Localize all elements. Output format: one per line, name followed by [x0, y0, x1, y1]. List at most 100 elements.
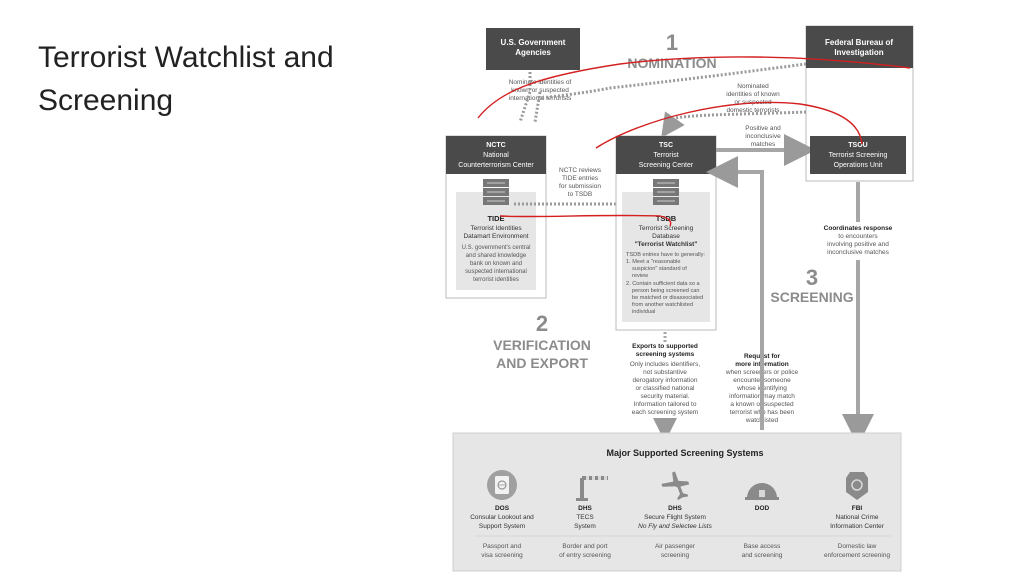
nctc-l2: National — [483, 152, 509, 159]
tsdb-l2: Database — [652, 233, 680, 240]
tsdb-desc-l5: 2. Contain sufficient data so a — [626, 281, 700, 287]
exports-note: Exports to supported screening systems O… — [630, 343, 701, 416]
exports-l3: derogatory information — [632, 377, 697, 384]
fbi-to-tsc-arrow — [661, 110, 807, 138]
exports-l6: Information tailored to — [634, 401, 697, 408]
tide-desc-l3: bank on known and — [470, 261, 522, 267]
nominate-known-l2: known or suspected — [511, 87, 569, 94]
tsdb-l3: "Terrorist Watchlist" — [635, 241, 698, 248]
step2-number: 2 — [536, 311, 548, 336]
red-line-tsc-tsou — [595, 101, 863, 149]
dos-d1: Passport and — [483, 543, 522, 550]
screening-system-fbi-ncic: FBI National Crime Information Center Do… — [824, 472, 891, 559]
exports-l5: security material. — [640, 393, 689, 400]
positive-matches-note: Positive and inconclusive matches — [745, 125, 781, 148]
airplane-icon — [661, 471, 690, 501]
red-line-tide-tsdb — [499, 214, 672, 227]
tecs-l3: System — [574, 523, 596, 530]
nominate-known-l3: international terrorists — [509, 95, 572, 102]
screening-system-dos: DOS Consular Lookout and Support System … — [470, 470, 534, 559]
coordinates-l2: involving positive and — [827, 241, 889, 248]
badge-icon — [846, 472, 868, 500]
tide-desc-l2: and shared knowledge — [466, 253, 527, 259]
request-arrow — [706, 156, 764, 430]
tsdb-desc-l9: individual — [632, 309, 655, 315]
fbi-to-nctc-arrow — [539, 62, 807, 100]
nctc-reviews-l1: NCTC reviews — [559, 167, 602, 174]
secure-flight-l1: DHS — [668, 505, 682, 512]
screening-system-dhs-tecs: DHS TECS System Border and port of entry… — [559, 476, 611, 559]
slide-title-line1: Terrorist Watchlist and — [38, 41, 334, 74]
nctc-l3: Counterterrorism Center — [458, 162, 534, 169]
slide-title: Terrorist Watchlist and Screening — [38, 36, 428, 122]
nctc-l1: NCTC — [486, 142, 505, 149]
tsdb-desc-l6: person being screened can — [632, 288, 699, 294]
dos-l3: Support System — [479, 523, 525, 530]
ncic-d2: enforcement screening — [824, 552, 891, 559]
tsc-panel: TSC Terrorist Screening Center TSDB Terr… — [615, 135, 717, 331]
coordinates-note: Coordinates response to encounters invol… — [824, 225, 893, 256]
fbi-l2: Investigation — [834, 48, 883, 57]
screening-system-dod: DOD Base access and screening — [742, 483, 783, 559]
tsdb-desc-l4: review — [632, 273, 649, 279]
dod-d1: Base access — [744, 543, 782, 550]
exports-l4: or classified national — [636, 385, 695, 392]
tsdb-desc-l1: TSDB entries have to generally: — [626, 252, 705, 258]
positive-matches-l1: Positive and — [745, 125, 781, 132]
nctc-reviews-note: NCTC reviews TIDE entries for submission… — [559, 167, 602, 198]
tide-database-icon — [483, 179, 509, 205]
tsou-l1: TSOU — [848, 142, 867, 149]
tecs-d1: Border and port — [562, 543, 607, 550]
ncic-d1: Domestic law — [838, 543, 877, 550]
dos-d2: visa screening — [481, 552, 523, 559]
tsou-l3: Operations Unit — [834, 162, 883, 169]
nominated-domestic-l4: domestic terrorists — [726, 107, 780, 114]
exports-l7: each screening system — [632, 409, 698, 416]
exports-title-l1: Exports to supported — [632, 343, 698, 350]
tide-l1: Terrorist Identities — [470, 225, 522, 232]
nominate-known-note: Nominate identities of known or suspecte… — [509, 79, 572, 102]
positive-matches-l3: matches — [751, 141, 776, 148]
fbi-l1: Federal Bureau of — [825, 38, 893, 47]
screening-system-dhs-secure-flight: DHS Secure Flight System No Fly and Sele… — [638, 471, 713, 559]
nominated-domestic-l1: Nominated — [737, 83, 769, 90]
coordinates-title: Coordinates response — [824, 225, 893, 232]
passport-icon — [495, 476, 509, 494]
tecs-l1: DHS — [578, 505, 592, 512]
tsou-box: TSOU Terrorist Screening Operations Unit — [810, 136, 906, 174]
step3-number: 3 — [806, 265, 818, 290]
tide-l2: Datamart Environment — [463, 233, 528, 240]
tsdb-desc-l3: suspicion" standard of — [632, 266, 687, 272]
usgov-l1: U.S. Government — [501, 38, 566, 47]
dos-l2: Consular Lookout and — [470, 514, 534, 521]
tecs-l2: TECS — [576, 514, 594, 521]
tsou-l2: Terrorist Screening — [829, 152, 888, 159]
slide-title-line2: Screening — [38, 84, 174, 117]
tide-description: U.S. government's central and shared kno… — [462, 245, 531, 283]
screening-title: Major Supported Screening Systems — [606, 448, 763, 458]
tsc-l3: Screening Center — [639, 162, 694, 169]
ncic-l3: Information Center — [830, 523, 885, 530]
nctc-reviews-l4: to TSDB — [568, 191, 592, 198]
nominated-domestic-l2: identities of known — [726, 91, 780, 98]
tide-desc-l5: terrorist identities — [473, 277, 519, 283]
positive-matches-l2: inconclusive — [745, 133, 781, 140]
tide-desc-l4: suspected international — [465, 269, 527, 275]
tide-desc-l1: U.S. government's central — [462, 245, 531, 251]
usgov-l2: Agencies — [515, 48, 551, 57]
tsdb-desc-l8: from another watchlisted — [632, 302, 693, 308]
step2-label-l2: AND EXPORT — [496, 355, 588, 371]
exports-l1: Only includes identifiers, — [630, 361, 701, 368]
dod-d2: and screening — [742, 552, 783, 559]
tsc-l1: TSC — [659, 142, 673, 149]
usgov-to-nctc-arrow — [518, 72, 542, 123]
tsdb-l1: Terrorist Screening — [639, 225, 694, 232]
secure-flight-d2: screening — [661, 552, 690, 559]
nctc-reviews-l3: for submission — [559, 183, 601, 190]
exports-l2: not substantive — [643, 369, 687, 376]
border-gate-icon — [576, 476, 608, 501]
red-annotations — [477, 56, 911, 227]
dome-icon — [745, 483, 779, 500]
usgov-box: U.S. Government Agencies — [486, 28, 580, 70]
